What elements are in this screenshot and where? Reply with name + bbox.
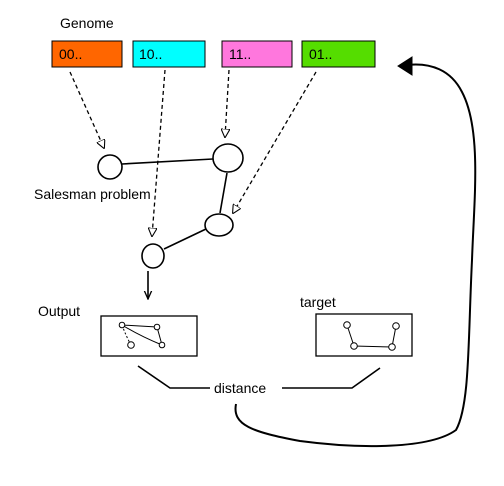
- genome-title: Genome: [60, 15, 114, 31]
- feedback-arrowhead: [397, 56, 413, 76]
- genome-block-3-box: [221, 40, 293, 68]
- genome-block-1-box: [51, 40, 123, 68]
- genome-block-2-box: [132, 40, 206, 68]
- distance-label: distance: [214, 380, 266, 396]
- output-mini-node-1: [118, 321, 126, 329]
- output-mini-graph: [118, 321, 166, 349]
- genome-block-4: 01..: [301, 40, 376, 68]
- salesman-graph: [97, 143, 244, 269]
- mapping-arrow-3: [225, 69, 229, 137]
- graph-node-1: [97, 154, 123, 180]
- genome-block-1: 00..: [51, 40, 123, 68]
- genome-block-4-box: [301, 40, 376, 68]
- distance-connector: [137, 365, 381, 389]
- mapping-arrow-4: [233, 71, 317, 213]
- graph-node-2: [212, 143, 244, 173]
- genome-block-2-label: 10..: [139, 46, 162, 62]
- graph-edge-2: [219, 172, 228, 214]
- genome-block-4-label: 01..: [309, 46, 332, 62]
- output-box: [100, 315, 198, 357]
- output-mini-node-3: [127, 341, 135, 349]
- output-mini-edge-1: [121, 324, 158, 328]
- genome-block-2: 10..: [132, 40, 206, 68]
- target-mini-node-3: [350, 342, 358, 350]
- target-mini-node-1: [343, 321, 351, 329]
- salesman-label: Salesman problem: [34, 186, 151, 202]
- target-box-frame: [315, 313, 413, 357]
- output-box-frame: [100, 315, 198, 357]
- output-mini-edge-3: [121, 324, 163, 346]
- genome-block-3: 11..: [221, 40, 293, 68]
- graph-node-4: [141, 243, 165, 269]
- genome-block-3-label: 11..: [229, 46, 251, 62]
- output-mini-node-2: [153, 323, 161, 331]
- target-label: target: [300, 294, 336, 310]
- graph-node-3: [204, 213, 234, 237]
- target-mini-node-4: [388, 343, 396, 351]
- graph-edge-1: [121, 158, 214, 165]
- mapping-arrow-2: [152, 69, 166, 236]
- distance-line-left: [137, 365, 210, 389]
- graph-edge-3: [163, 228, 207, 250]
- target-mini-node-2: [392, 322, 400, 330]
- genome-block-1-label: 00..: [59, 46, 82, 62]
- target-mini-edge-2: [353, 345, 393, 348]
- mapping-arrows: [69, 69, 317, 236]
- output-label: Output: [38, 303, 80, 319]
- target-box: [315, 313, 413, 357]
- target-mini-graph: [343, 321, 400, 351]
- distance-line-right: [282, 367, 381, 389]
- mapping-arrow-1: [69, 71, 104, 148]
- output-mini-node-4: [158, 341, 166, 349]
- feedback-loop-curve: [234, 63, 477, 448]
